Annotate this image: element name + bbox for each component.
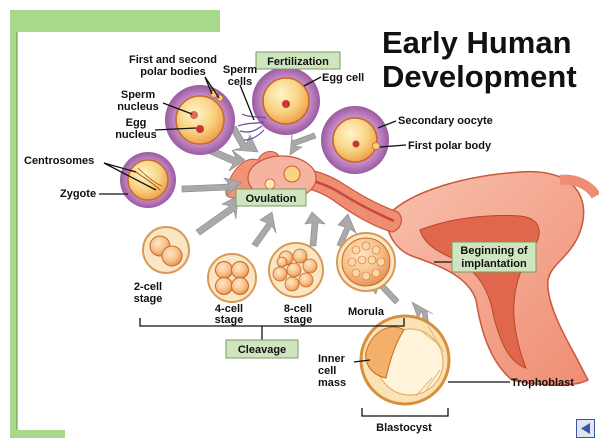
blastomere (216, 262, 233, 279)
blastomere (232, 278, 249, 295)
trophoblast-label: Trophoblast (511, 377, 574, 389)
morula-cell (368, 256, 376, 264)
morula-cell (362, 242, 370, 250)
morula-cell (352, 269, 360, 277)
title-line-2: Development (382, 59, 577, 94)
ovulation-label: Ovulation (246, 193, 297, 205)
morula-cell (372, 246, 380, 254)
sperm-nucleus-label-1: Sperm (121, 89, 155, 101)
two-cell-label-1: 2-cell (134, 281, 162, 293)
secondary-oocyte-illustration (321, 106, 389, 174)
cleavage-label: Cleavage (238, 344, 286, 356)
secondary-oocyte-label: Secondary oocyte (398, 115, 493, 127)
title-line-1: Early Human (382, 25, 572, 60)
sperm-cells-label-2: cells (228, 76, 252, 88)
zygote-label: Zygote (60, 188, 96, 200)
two-cell-label-2: stage (134, 293, 163, 305)
egg-cell-label: Egg cell (322, 72, 364, 84)
oocyte-nucleus (353, 141, 360, 148)
inner-cell-mass-label-2: cell (318, 365, 336, 377)
arrow (196, 196, 238, 235)
implantation-label-2: implantation (461, 258, 527, 270)
blastomere (287, 263, 301, 277)
blastomere (303, 259, 317, 273)
implantation-label-1: Beginning of (460, 245, 528, 257)
left-triangle-icon (577, 420, 594, 437)
morula-cell (352, 246, 360, 254)
inner-cell-mass-label-1: Inner (318, 353, 346, 365)
inner-cell-mass-label-3: mass (318, 377, 346, 389)
blastomere (285, 277, 299, 291)
morula-label: Morula (348, 306, 385, 318)
arrow (231, 126, 258, 152)
morula-illustration (337, 233, 395, 291)
eight-cell-label-2: stage (284, 314, 313, 326)
first-polar-body (373, 143, 380, 150)
blastomere (232, 262, 249, 279)
accent-bar-left (10, 10, 17, 438)
morula-cell (377, 258, 385, 266)
morula-cell (358, 256, 366, 264)
four-cell-label-2: stage (215, 314, 244, 326)
blastomere (162, 246, 182, 266)
accent-bar-bottom (10, 430, 65, 438)
blastomere (299, 273, 313, 287)
blastomere (277, 257, 287, 267)
first-polar-body-label: First polar body (408, 140, 492, 152)
sperm-cells-label-1: Sperm (223, 64, 257, 76)
arrow (290, 133, 316, 155)
oocyte (333, 118, 377, 162)
egg-nucleus (282, 100, 290, 108)
sperm-nucleus-label-2: nucleus (117, 101, 159, 113)
morula-cell (362, 272, 370, 280)
ovulation-badge: Ovulation (236, 189, 306, 206)
arrow (252, 212, 276, 247)
cleavage-badge: Cleavage (226, 340, 298, 358)
previous-slide-button[interactable] (576, 419, 595, 438)
arrow (305, 212, 325, 246)
polar-bodies-label-1: First and second (129, 54, 217, 66)
fertilization-label: Fertilization (267, 56, 329, 68)
two-cell-illustration (143, 227, 189, 273)
fertilization-badge: Fertilization (256, 52, 340, 69)
morula-cell (372, 269, 380, 277)
ovary-follicle (265, 179, 275, 189)
zygote-illustration (120, 152, 176, 208)
eight-cell-illustration (269, 243, 323, 297)
centrosomes-label: Centrosomes (24, 155, 94, 167)
blastocyst-label: Blastocyst (376, 422, 432, 434)
implantation-badge: Beginning of implantation (452, 242, 536, 272)
sperm (238, 122, 264, 126)
blastomere (216, 278, 233, 295)
sperm-nucleus (190, 111, 198, 119)
blastocyst-illustration (361, 316, 449, 404)
egg-nucleus (196, 125, 204, 133)
zona (208, 254, 256, 302)
pronuclei-egg-illustration (165, 85, 235, 155)
accent-bar-top (10, 10, 220, 32)
blastomere (273, 267, 287, 281)
polar-bodies-label-2: polar bodies (140, 66, 205, 78)
egg-nucleus-label-2: nucleus (115, 129, 157, 141)
morula-cell (348, 258, 356, 266)
sperm (240, 126, 262, 132)
egg-cell (176, 96, 224, 144)
egg-nucleus-label-1: Egg (126, 117, 147, 129)
four-cell-illustration (208, 254, 256, 302)
ovary-follicle (284, 166, 300, 182)
